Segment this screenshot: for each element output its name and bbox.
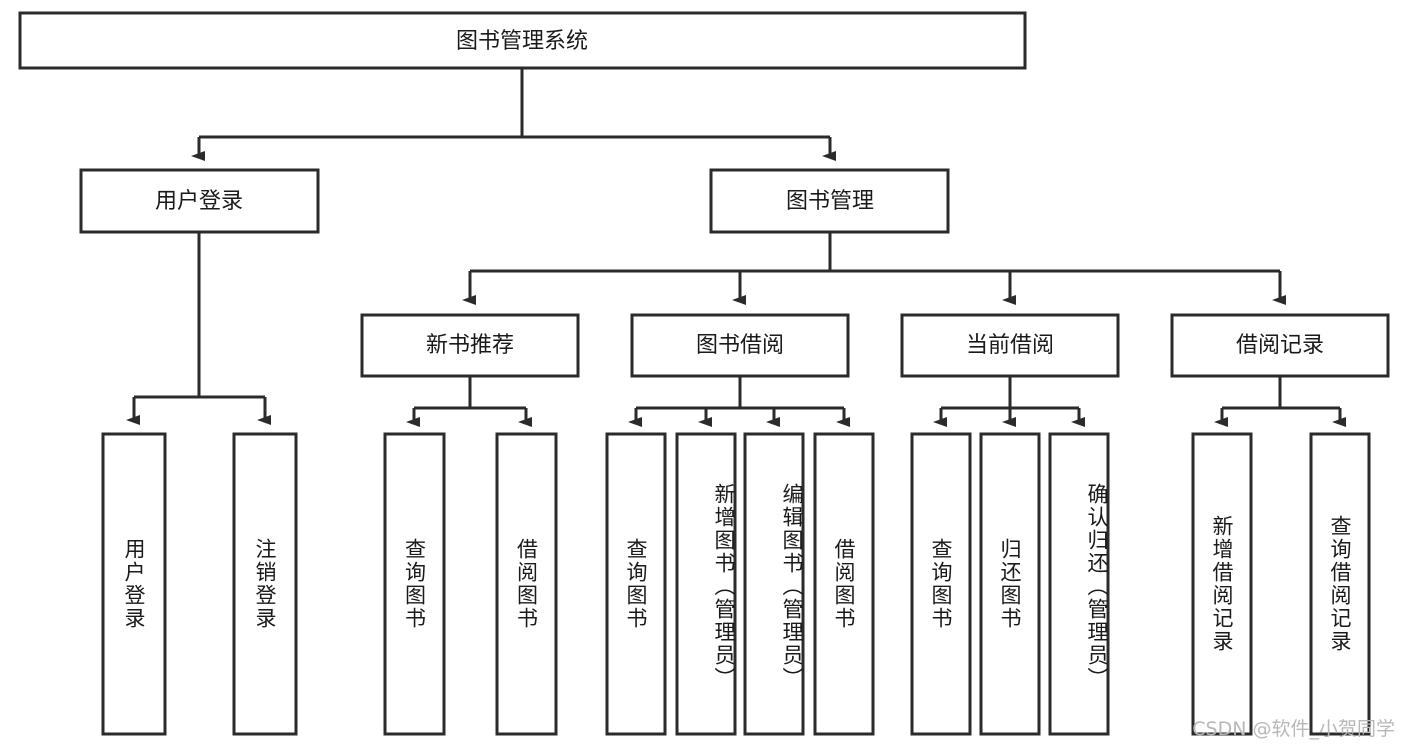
node-current-borrow-label: 当前借阅 [966, 333, 1054, 358]
node-root-label: 图书管理系统 [456, 29, 588, 54]
node-new-book-label: 新书推荐 [426, 333, 514, 358]
node-user-login-label: 用户登录 [155, 189, 243, 214]
node-book-borrow-box[interactable] [630, 313, 850, 378]
node-borrow-record-label: 借阅记录 [1236, 333, 1324, 358]
node-leaf-user-login-0-box[interactable] [101, 432, 167, 736]
node-leaf-new-book-0-box[interactable] [383, 432, 446, 736]
node-leaf-book-borrow-3-box[interactable] [813, 432, 875, 736]
node-leaf-current-borrow-0-box[interactable] [910, 432, 972, 736]
node-book-mgmt-box[interactable] [709, 168, 950, 234]
watermark-text: CSDN @软件_小贺同学 [1192, 718, 1395, 740]
node-leaf-book-borrow-2-box[interactable] [743, 432, 805, 736]
node-current-borrow-box[interactable] [900, 313, 1120, 378]
node-leaf-book-borrow-0-box[interactable] [605, 432, 667, 736]
node-book-borrow-label: 图书借阅 [696, 333, 784, 358]
node-leaf-borrow-record-1-box[interactable] [1309, 432, 1371, 736]
node-leaf-new-book-1-box[interactable] [495, 432, 558, 736]
connector-group-user-login [126, 232, 271, 425]
node-new-book-box[interactable] [360, 313, 580, 378]
connector-group-book-borrow [628, 376, 850, 427]
node-leaf-user-login-1-box[interactable] [232, 432, 298, 736]
connector-group-new-book [406, 376, 532, 427]
node-leaf-borrow-record-0-box[interactable] [1191, 432, 1253, 736]
node-leaf-book-borrow-1-box[interactable] [675, 432, 737, 736]
node-leaf-current-borrow-2-box[interactable] [1048, 432, 1110, 736]
connector-group-borrow-record [1214, 376, 1346, 427]
node-root-box[interactable] [18, 11, 1027, 70]
connector-group-root [191, 68, 836, 161]
node-book-mgmt-label: 图书管理 [786, 189, 874, 214]
node-leaf-current-borrow-1-box[interactable] [979, 432, 1041, 736]
connector-group-book-mgmt [462, 232, 1286, 305]
node-user-login-box[interactable] [79, 168, 320, 234]
node-borrow-record-box[interactable] [1170, 313, 1390, 378]
connector-group-current-borrow [933, 376, 1085, 427]
